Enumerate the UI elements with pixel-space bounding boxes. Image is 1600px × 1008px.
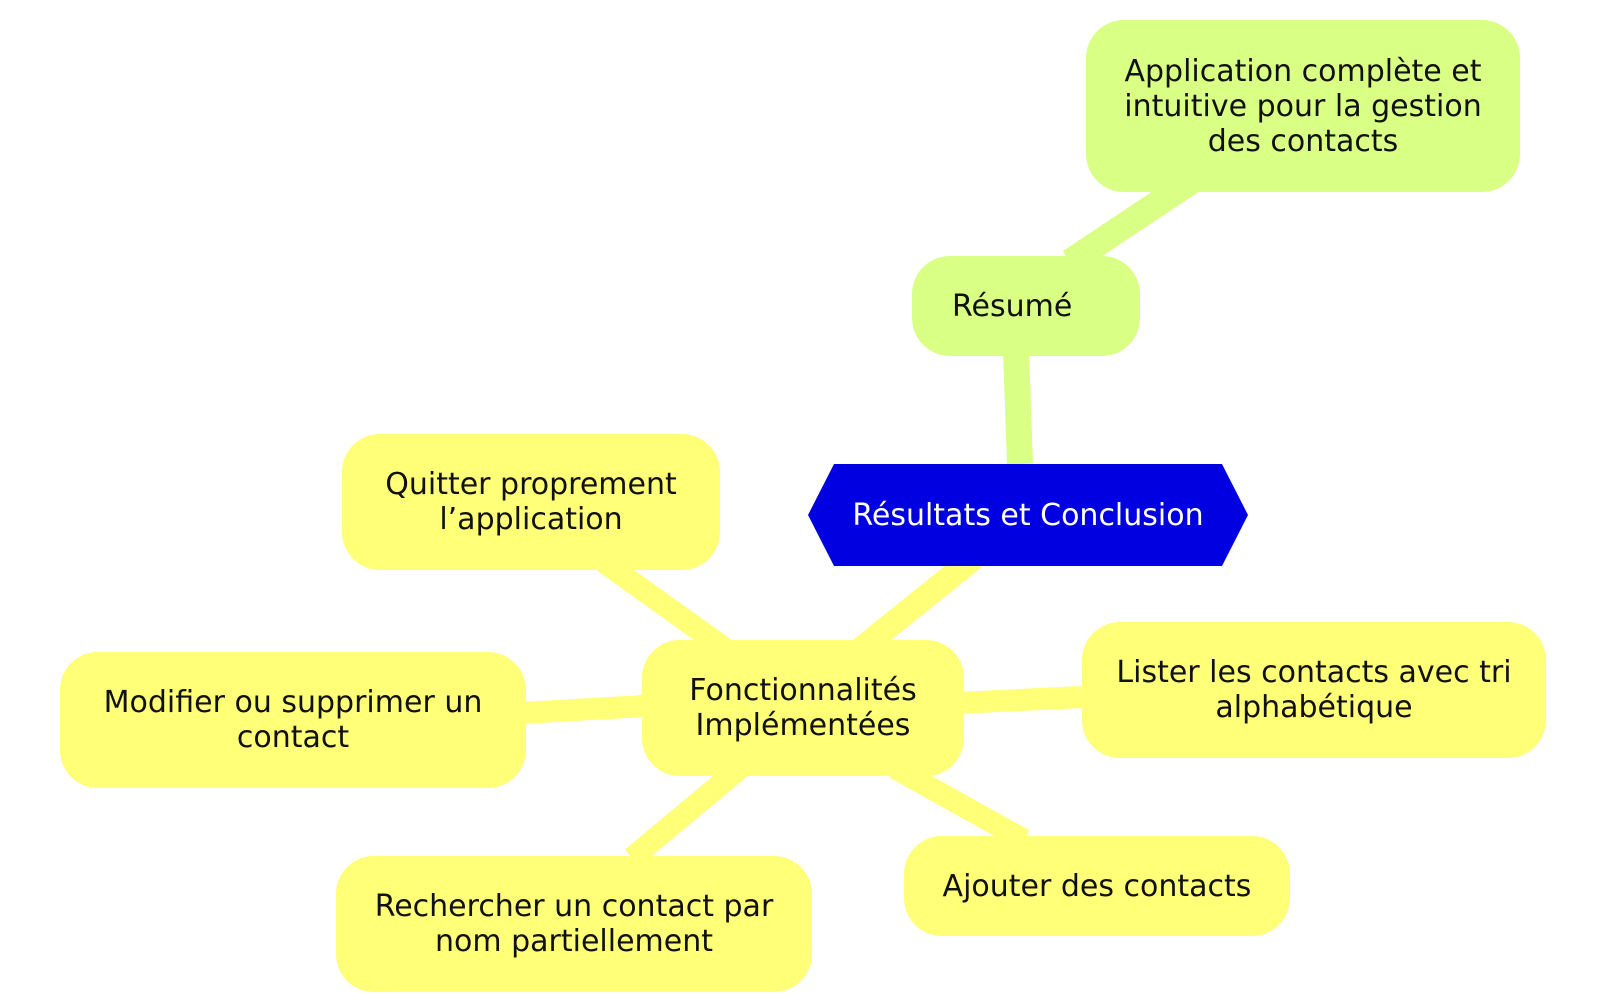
feature-node-modifier: Modifier ou supprimer un contact [60, 652, 526, 788]
fonctionnalites-label: Fonctionnalités Implémentées [689, 673, 917, 743]
feature-node-lister: Lister les contacts avec tri alphabétiqu… [1082, 622, 1546, 758]
feature-label-lister: Lister les contacts avec tri alphabétiqu… [1116, 655, 1512, 725]
resume-detail-node: Application complète et intuitive pour l… [1086, 20, 1520, 192]
edge-root-resume [1003, 351, 1033, 465]
feature-node-ajouter: Ajouter des contacts [904, 836, 1290, 936]
root-hexagon-shape [808, 464, 1248, 566]
feature-label-modifier: Modifier ou supprimer un contact [103, 685, 483, 755]
edge-resume-detail [1062, 167, 1204, 273]
feature-node-rechercher: Rechercher un contact par nom partiellem… [336, 856, 812, 992]
edge-fonct-ajouter [889, 758, 1030, 850]
edge-fonct-modifier [521, 695, 645, 724]
resume-detail-label: Application complète et intuitive pour l… [1124, 53, 1482, 159]
resume-label: Résumé [952, 288, 1073, 324]
fonctionnalites-node: Fonctionnalités Implémentées [642, 640, 964, 776]
feature-label-rechercher: Rechercher un contact par nom partiellem… [374, 889, 774, 959]
edge-fonct-quitter [597, 553, 731, 657]
feature-label-quitter: Quitter proprement l’application [385, 467, 677, 537]
root-node: Résultats et Conclusion [808, 464, 1248, 566]
edge-root-fonctionnalites [849, 548, 982, 662]
resume-node: Résumé [912, 256, 1140, 356]
feature-node-quitter: Quitter proprement l’application [342, 434, 720, 570]
feature-label-ajouter: Ajouter des contacts [942, 868, 1252, 904]
edge-fonct-lister [957, 686, 1083, 714]
root-label: Résultats et Conclusion [852, 497, 1204, 533]
edge-fonct-rechercher [624, 759, 748, 867]
